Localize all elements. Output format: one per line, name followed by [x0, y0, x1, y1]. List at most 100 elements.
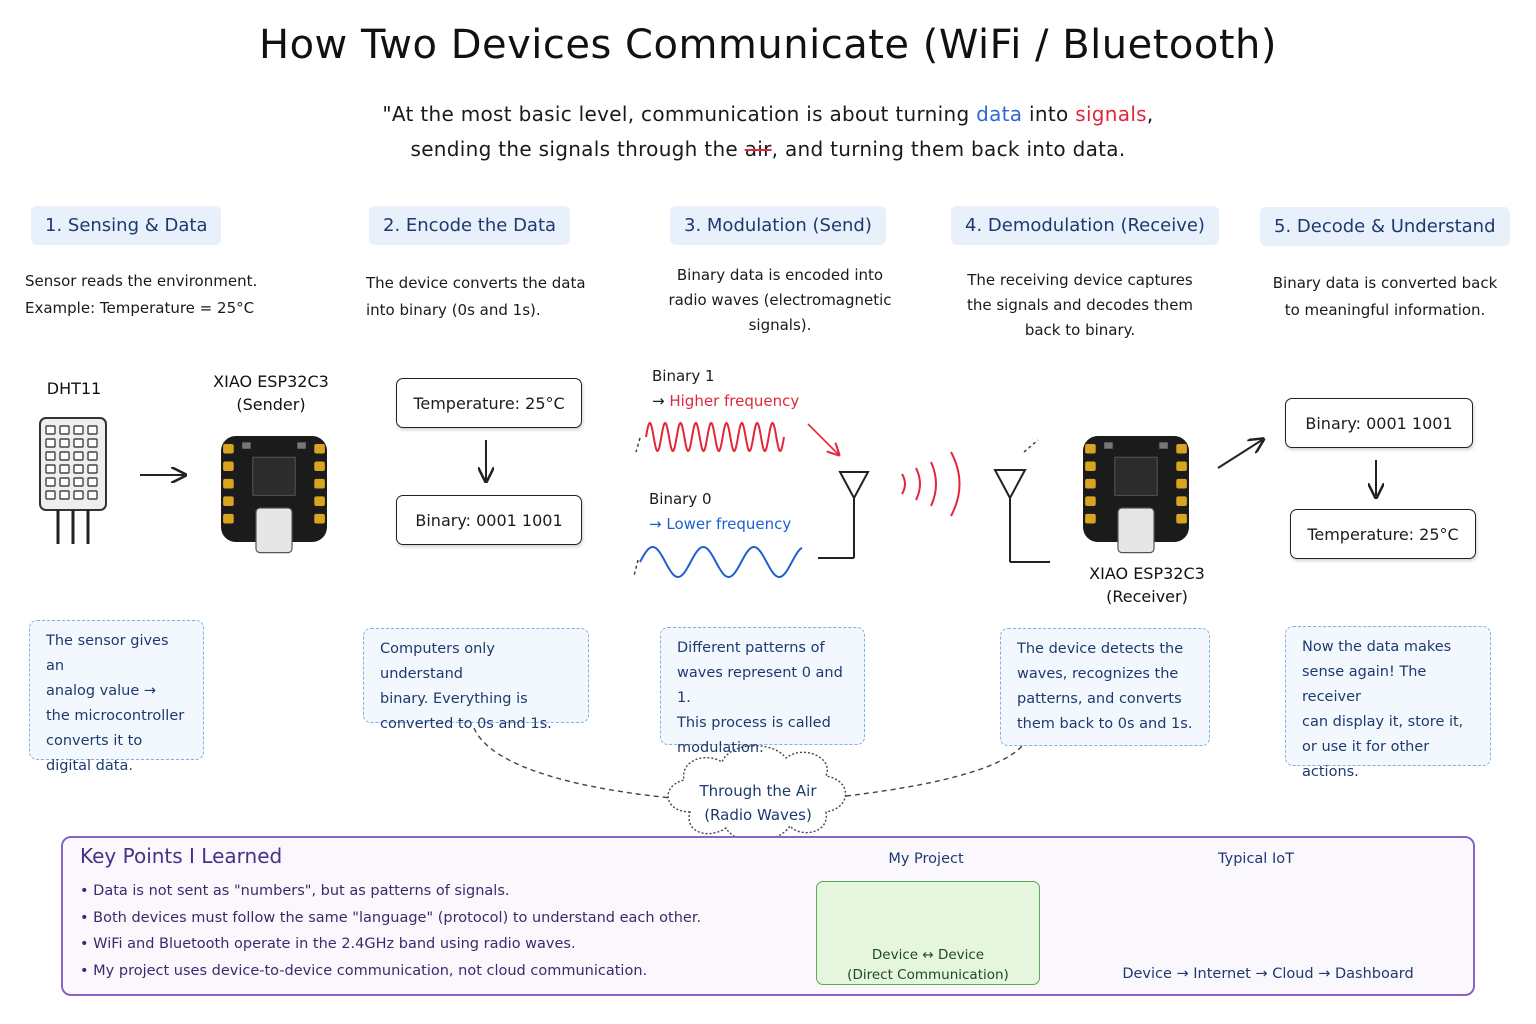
description-line: The device converts the data — [366, 274, 586, 292]
air-connector-right — [845, 745, 1023, 797]
intro-text: , — [1146, 102, 1154, 126]
decode-temperature-box: Temperature: 25°C — [1290, 509, 1476, 559]
encode-binary-box: Binary: 0001 1001 — [396, 495, 582, 545]
sender-board-icon — [221, 436, 327, 554]
step-4-description: The receiving device captures the signal… — [950, 268, 1210, 343]
key-point-item: Both devices must follow the same "langu… — [80, 905, 701, 932]
air-connector-left — [473, 727, 673, 799]
binary-1-label: Binary 1 — [652, 367, 715, 385]
right-arrow-icon: → — [649, 515, 662, 533]
step-1-description: Sensor reads the environment. Example: T… — [25, 268, 325, 322]
intro-text: into — [1029, 102, 1069, 126]
typical-iot-title: Typical IoT — [1218, 851, 1294, 867]
air-line: (Radio Waves) — [704, 806, 812, 824]
description-line: Sensor reads the environment. — [25, 272, 258, 290]
step-5-description: Binary data is converted back to meaning… — [1250, 270, 1520, 324]
note-line: waves, recognizes the — [1017, 666, 1179, 682]
typical-iot-flow: Device → Internet → Cloud → Dashboard — [1122, 966, 1414, 982]
label-line: (Sender) — [236, 395, 306, 414]
step-4-heading: 4. Demodulation (Receive) — [951, 206, 1219, 245]
wave-origin-tick-1 — [635, 437, 641, 453]
note-line: converts it to — [46, 733, 143, 749]
intro-highlight-signals: signals — [1075, 102, 1147, 126]
wave-to-antenna-arrow — [807, 423, 838, 454]
intro-text: , and turning them back into data. — [771, 137, 1126, 161]
receiver-to-decode-arrow — [1217, 440, 1262, 469]
sender-antenna-icon — [818, 471, 870, 559]
step-5-note: Now the data makes sense again! The rece… — [1285, 626, 1491, 780]
description-line: back to binary. — [1024, 321, 1136, 339]
note-line: analog value → — [46, 683, 157, 699]
note-line: The sensor gives an — [46, 633, 169, 674]
my-project-title: My Project — [888, 851, 964, 867]
note-line: This process is called — [677, 715, 831, 731]
intro-line-2: sending the signals through the air, and… — [0, 137, 1536, 161]
label-line: XIAO ESP32C3 — [213, 372, 329, 391]
description-line: Example: Temperature = 25°C — [25, 299, 255, 317]
dht11-label: DHT11 — [46, 379, 102, 398]
step-3-heading: 3. Modulation (Send) — [670, 206, 886, 245]
caption-line: (Direct Communication) — [847, 967, 1009, 983]
encode-temperature-box: Temperature: 25°C — [396, 378, 582, 428]
step-2-description: The device converts the data into binary… — [366, 270, 666, 324]
intro-text: sending the signals through the — [410, 137, 739, 161]
dht11-sensor-icon — [39, 417, 107, 544]
step-5-heading: 5. Decode & Understand — [1260, 207, 1510, 246]
note-line: actions. — [1302, 764, 1359, 780]
key-points-list: Data is not sent as "numbers", but as pa… — [80, 878, 701, 984]
description-line: into binary (0s and 1s). — [366, 301, 541, 319]
lower-frequency-label: Lower frequency — [666, 515, 792, 533]
binary-1-legend: Binary 1 → Higher frequency — [652, 364, 799, 414]
step-1-heading: 1. Sensing & Data — [31, 206, 222, 245]
step-2-heading: 2. Encode the Data — [369, 206, 571, 245]
note-line: digital data. — [46, 758, 133, 774]
key-point-item: Data is not sent as "numbers", but as pa… — [80, 878, 701, 905]
description-line: Binary data is encoded into — [676, 266, 884, 284]
note-line: converted to 0s and 1s. — [380, 716, 552, 732]
note-line: or use it for other — [1302, 739, 1430, 755]
note-line: them back to 0s and 1s. — [1017, 716, 1193, 732]
intro-highlight-data: data — [976, 102, 1023, 126]
caption-line: Device ↔ Device — [871, 947, 985, 963]
through-the-air-label: Through the Air (Radio Waves) — [680, 779, 836, 827]
note-line: sense again! The receiver — [1302, 664, 1427, 705]
step-2-note: Computers only understand binary. Everyt… — [363, 628, 589, 732]
note-line: patterns, and converts — [1017, 691, 1182, 707]
step-1-note: The sensor gives an analog value → the m… — [29, 620, 204, 774]
decode-binary-box: Binary: 0001 1001 — [1285, 398, 1473, 448]
step-4-note: The device detects the waves, recognizes… — [1000, 628, 1210, 746]
intro-highlight-air: air — [744, 137, 772, 161]
receiver-board-icon — [1083, 436, 1189, 554]
binary-0-legend: Binary 0 → Lower frequency — [649, 487, 791, 537]
label-line: (Receiver) — [1106, 587, 1188, 606]
step-3-note: Different patterns of waves represent 0 … — [660, 627, 865, 756]
intro-text: "At the most basic level, communication … — [382, 102, 970, 126]
description-line: the signals and decodes them — [966, 296, 1194, 314]
binary-0-label: Binary 0 — [649, 490, 712, 508]
note-line: binary. Everything is — [380, 691, 528, 707]
air-line: Through the Air — [699, 782, 817, 800]
intro-line-1: "At the most basic level, communication … — [0, 102, 1536, 126]
high-frequency-wave — [645, 421, 785, 453]
note-line: the microcontroller — [46, 708, 185, 724]
my-project-caption: Device ↔ Device (Direct Communication) — [816, 945, 1040, 985]
receiver-antenna-icon — [993, 469, 1050, 563]
sender-label: XIAO ESP32C3 (Sender) — [196, 370, 346, 416]
receiver-label: XIAO ESP32C3 (Receiver) — [1072, 562, 1222, 608]
note-line: Now the data makes — [1302, 639, 1452, 655]
page-title: How Two Devices Communicate (WiFi / Blue… — [259, 22, 1277, 68]
description-line: Binary data is converted back — [1272, 274, 1498, 292]
receiver-signal-tick — [1023, 439, 1039, 453]
low-frequency-wave — [639, 545, 803, 579]
note-line: Different patterns of — [677, 640, 825, 656]
label-line: XIAO ESP32C3 — [1089, 564, 1205, 583]
note-line: can display it, store it, — [1302, 714, 1464, 730]
note-line: modulation. — [677, 740, 764, 756]
key-point-item: My project uses device-to-device communi… — [80, 958, 701, 985]
higher-frequency-label: Higher frequency — [669, 392, 800, 410]
radio-signal-icon — [901, 451, 961, 517]
key-points-title: Key Points I Learned — [80, 844, 283, 868]
key-point-item: WiFi and Bluetooth operate in the 2.4GHz… — [80, 931, 701, 958]
note-line: Computers only understand — [380, 641, 495, 682]
right-arrow-icon: → — [652, 392, 665, 410]
